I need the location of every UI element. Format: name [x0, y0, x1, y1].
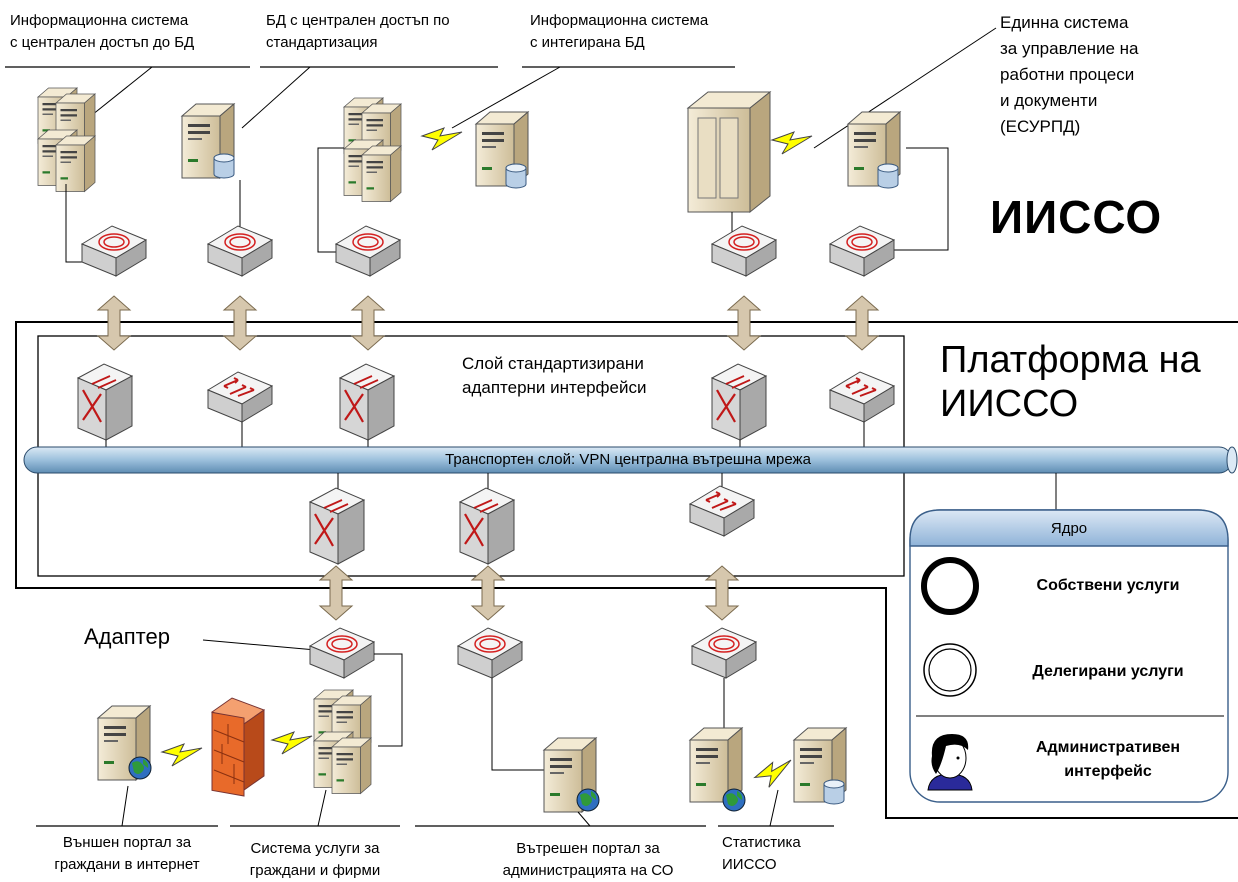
label-line: Система услуги за	[250, 840, 380, 857]
platform-line: Платформа на	[940, 339, 1201, 381]
mainframe-icon	[686, 90, 772, 214]
label-line: стандартизация	[266, 34, 378, 51]
database-icon	[877, 163, 899, 189]
label-internal-portal: Вътрешен портал за администрацията на СО	[470, 838, 706, 882]
router-icon	[76, 362, 134, 442]
adapter-box-icon	[829, 225, 895, 277]
label-line: Информационна система	[10, 12, 189, 29]
adapter-box-icon	[711, 225, 777, 277]
label-is-central-db: Информационна система с централен достъп…	[10, 10, 194, 54]
router-icon	[308, 486, 366, 566]
label-line: Вътрешен портал за	[516, 840, 660, 857]
label-is-integrated-db: Информационна система с интегирана БД	[530, 10, 708, 54]
database-icon	[213, 153, 235, 179]
adapter-layer-line: Слой стандартизирани	[462, 354, 644, 373]
legend-own-services: Собствени услуги	[1036, 577, 1180, 594]
switch-icon	[829, 371, 895, 423]
label-esurpd: Единна система за управление на работни …	[1000, 10, 1139, 140]
database-icon	[823, 779, 845, 805]
adapter-box-icon	[81, 225, 147, 277]
delegated-services-icon	[923, 643, 977, 697]
lightning-icon	[421, 127, 463, 151]
label-line: администрацията на СО	[502, 862, 674, 879]
lightning-icon	[751, 755, 798, 792]
cluster-server-icon	[314, 690, 371, 794]
switch-icon	[689, 485, 755, 537]
own-services-icon	[921, 557, 979, 615]
platform-line: ИИССО	[940, 383, 1079, 425]
adapter-box-icon	[207, 225, 273, 277]
adapter-layer-line: адаптерни интерфейси	[462, 378, 647, 397]
label-line: граждани в интернет	[54, 856, 200, 873]
label-line: БД с централен достъп по	[266, 12, 450, 29]
globe-icon	[722, 788, 746, 812]
legend-admin-line: интерфейс	[1064, 763, 1152, 780]
label-statistics: Статистика ИИССО	[722, 832, 801, 876]
label-line: Статистика	[722, 834, 801, 851]
label-line: работни процеси	[1000, 65, 1135, 84]
label-line: ИИССО	[722, 856, 777, 873]
adapter-box-icon	[335, 225, 401, 277]
firewall-icon	[210, 697, 266, 797]
globe-icon	[576, 788, 600, 812]
page-title: ИИССО	[990, 191, 1163, 243]
double-arrow-icon	[471, 565, 505, 621]
label-line: за управление на	[1000, 39, 1139, 58]
database-icon	[505, 163, 527, 189]
router-icon	[710, 362, 768, 442]
label-line: и документи	[1000, 91, 1098, 110]
globe-icon	[128, 756, 152, 780]
label-external-portal: Външен портал за граждани в интернет	[36, 832, 218, 876]
router-icon	[338, 362, 396, 442]
core-title: Ядро	[1050, 520, 1088, 537]
lightning-icon	[771, 131, 813, 155]
core-panel	[909, 509, 1229, 803]
router-icon	[458, 486, 516, 566]
transport-bus	[23, 446, 1238, 474]
legend-admin-interface: Административен интерфейс	[992, 736, 1224, 784]
transport-layer-label: Транспортен слой: VPN централна вътрешна…	[445, 451, 811, 468]
legend-admin-line: Административен	[1035, 739, 1181, 756]
adapter-box-icon	[691, 627, 757, 679]
label-line: с централен достъп до БД	[10, 34, 195, 51]
cluster-server-icon	[38, 88, 95, 192]
label-line: (ЕСУРПД)	[1000, 117, 1081, 136]
label-line: Външен портал за	[62, 834, 192, 851]
label-line: граждани и фирми	[249, 862, 381, 879]
double-arrow-icon	[705, 565, 739, 621]
label-services-system: Система услуги за граждани и фирми	[230, 838, 400, 882]
label-line: с интегирана БД	[530, 34, 645, 51]
label-line: Единна система	[1000, 13, 1129, 32]
double-arrow-icon	[319, 565, 353, 621]
platform-frame	[15, 321, 1238, 819]
adapter-label: Адаптер	[84, 624, 170, 649]
adapter-box-icon	[457, 627, 523, 679]
admin-user-icon	[927, 734, 973, 791]
switch-icon	[207, 371, 273, 423]
adapter-box-icon	[309, 627, 375, 679]
legend-delegated-services: Делегирани услуги	[1032, 663, 1184, 680]
lightning-icon	[161, 743, 203, 767]
platform-label: Платформа на ИИССО	[940, 338, 1201, 426]
label-line: Информационна система	[530, 12, 709, 29]
lightning-icon	[271, 731, 313, 755]
cluster-server-icon	[344, 98, 401, 202]
label-db-standardization: БД с централен достъп по стандартизация	[266, 10, 450, 54]
adapter-layer-label: Слой стандартизирани адаптерни интерфейс…	[462, 352, 646, 400]
